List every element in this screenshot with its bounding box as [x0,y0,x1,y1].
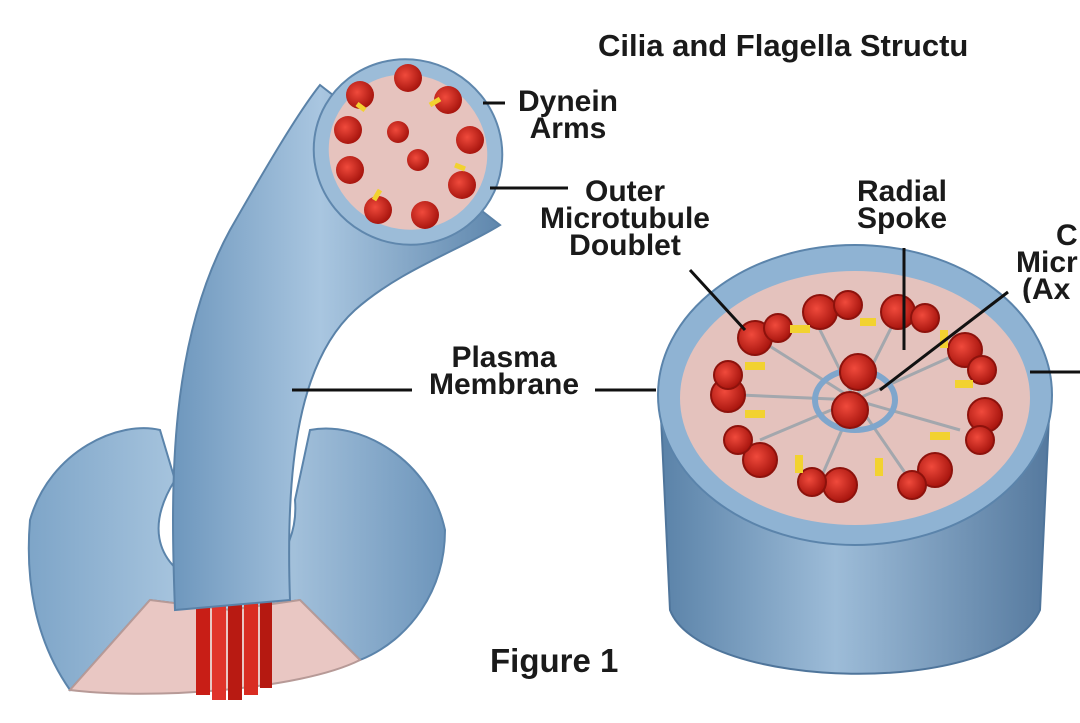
label-outer-microtubule-doublet: Outer Microtubule Doublet [520,175,730,262]
diagram-title: Cilia and Flagella Structu [598,28,969,63]
label-outer-line1: Outer [584,175,665,208]
label-central-line1: C [1056,222,1078,252]
leader-lines [292,101,1080,392]
label-central-line3: (Ax [1022,273,1071,304]
basal-body [196,600,272,700]
label-radial-line1: Radial [856,175,948,208]
axoneme-cross-section [657,244,1053,675]
label-dynein-line1: Dynein [517,85,619,118]
label-central-line2: Micr [1016,246,1078,279]
label-plasma-line1: Plasma [451,341,557,374]
label-dynein-line2: Arms [529,112,607,145]
central-pair [831,353,877,429]
outer-doublets [710,290,1003,503]
label-radial-line2: Spoke [856,202,948,235]
label-radial-spoke: Radial Spoke [842,175,962,235]
label-plasma-membrane: Plasma Membrane [414,341,594,401]
flagellum-illustration [27,58,504,700]
figure-label: Figure 1 [490,642,619,679]
label-central-microtubule: C Micr (Ax [1016,222,1080,303]
cross-section-tubules [334,64,484,229]
label-outer-line3: Doublet [569,229,681,262]
label-dynein-arms: Dynein Arms [508,85,628,145]
label-outer-line2: Microtubule [540,202,710,235]
label-plasma-line2: Membrane [428,368,580,401]
